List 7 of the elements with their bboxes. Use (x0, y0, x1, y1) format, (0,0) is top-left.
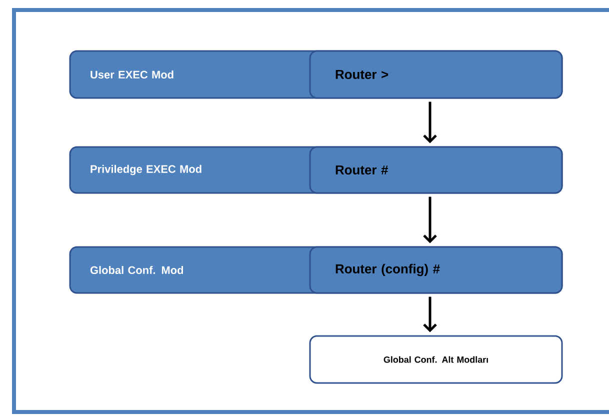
arrow (423, 296, 437, 332)
prompt-box: Router # (309, 146, 563, 194)
arrow (423, 196, 437, 244)
prompt-box: Router (config) # (309, 246, 563, 294)
submode-box: Global Conf. Alt Modları (309, 335, 563, 384)
prompt-box: Router > (309, 50, 563, 99)
arrow (423, 102, 437, 144)
